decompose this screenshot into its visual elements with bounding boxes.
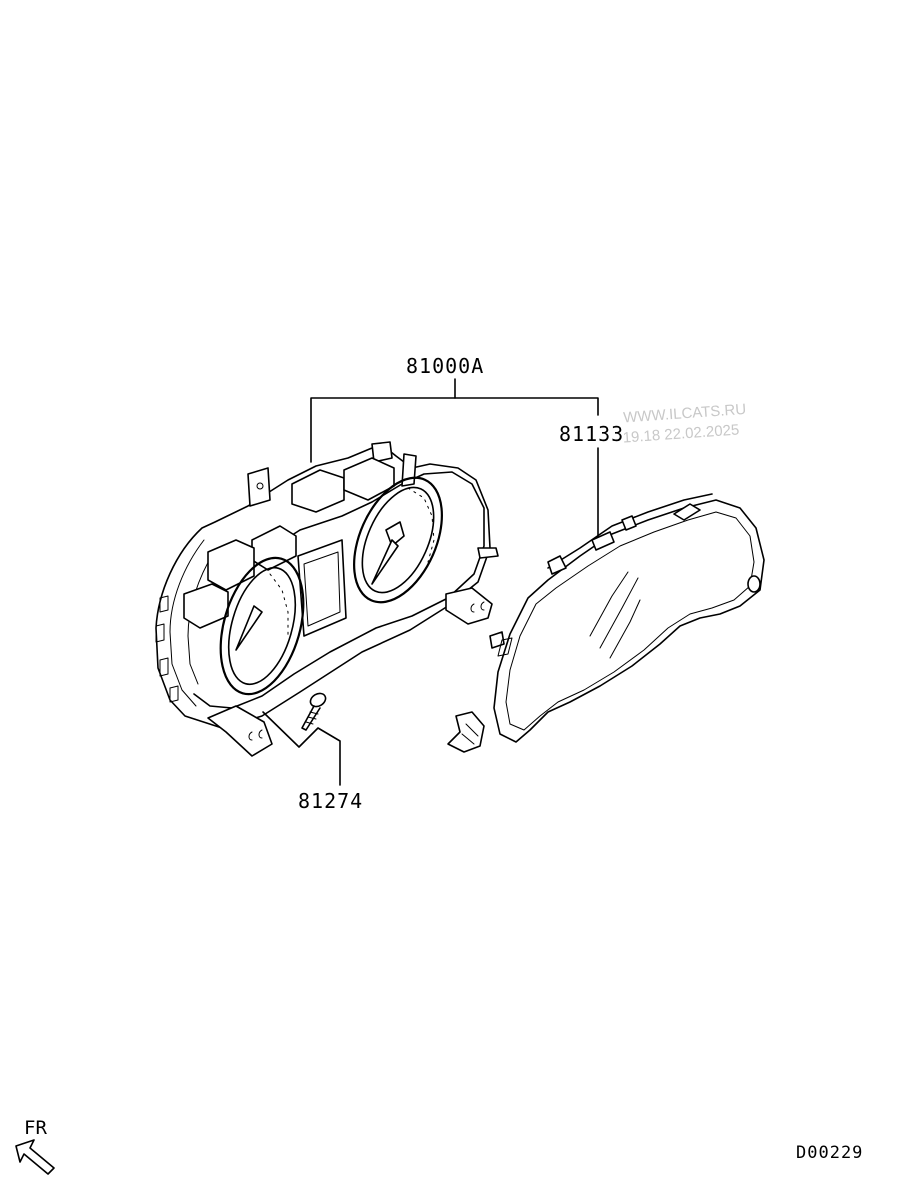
leader-line-cluster	[310, 397, 599, 463]
lens-glare-1	[589, 571, 629, 637]
front-direction-arrow-icon	[15, 1139, 55, 1175]
side-clip-1	[159, 595, 169, 613]
tachometer-scale	[269, 573, 289, 637]
tachometer-rim-outer	[219, 556, 305, 696]
mount-tab-top-center	[371, 441, 393, 463]
side-pin-right	[477, 547, 499, 559]
lens-outline-outer	[493, 499, 765, 743]
cluster-housing-inner-rim	[169, 539, 205, 707]
speedometer-scale	[407, 487, 435, 563]
leader-lines	[262, 378, 599, 786]
tachometer-needle	[235, 605, 263, 651]
lens-tab-4	[673, 503, 701, 521]
screw-thread	[305, 711, 319, 725]
cluster-lens-cover[interactable]	[447, 493, 765, 753]
lens-clip-detail	[461, 723, 479, 745]
watermark: WWW.ILCATS.RU 19.18 22.02.2025	[622, 401, 747, 447]
connector-block-left-3	[183, 583, 229, 629]
lens-glare-2	[599, 577, 639, 649]
lens-tab-3	[621, 515, 637, 531]
connector-block-left-2	[207, 539, 255, 591]
lens-tab-left-slot	[497, 637, 513, 657]
screw-head	[309, 692, 327, 708]
lens-tab-2	[591, 531, 615, 551]
mount-bracket-bottom-right	[445, 587, 493, 625]
diagram-code: D00229	[796, 1143, 863, 1163]
lens-glare-3	[609, 599, 641, 659]
mount-hole-bottom-left	[248, 729, 263, 741]
lens-outline-inner	[505, 511, 755, 731]
side-clip-2	[155, 623, 165, 643]
mount-tab-top-left	[247, 467, 271, 507]
part-label-screw[interactable]: 81274	[298, 789, 363, 813]
mount-tab-top-right	[401, 453, 417, 487]
speedometer-hub	[385, 521, 405, 547]
screw[interactable]	[301, 691, 328, 731]
speedometer-rim-inner	[361, 486, 435, 594]
part-label-cluster[interactable]: 81000A	[406, 354, 484, 378]
mount-hole-top-left	[256, 482, 264, 490]
lens-right-knob	[747, 575, 761, 593]
lens-clip-bottom	[447, 711, 485, 753]
center-display-outer	[297, 539, 347, 637]
instrument-cluster-body[interactable]	[155, 441, 499, 757]
cluster-bezel	[193, 471, 485, 709]
speedometer-rim-outer	[353, 476, 443, 604]
part-label-lens[interactable]: 81133	[559, 422, 624, 446]
mount-hole-bottom-right	[470, 601, 485, 613]
speedometer-needle	[371, 539, 399, 585]
tachometer-rim-inner	[227, 566, 297, 686]
side-clip-4	[169, 685, 179, 703]
center-display-screen	[303, 551, 341, 627]
lens-tab-1	[547, 555, 567, 575]
connector-block-top	[291, 469, 345, 513]
mount-bracket-bottom-left	[207, 705, 273, 757]
side-clip-3	[159, 657, 169, 677]
leader-line-screw	[262, 711, 341, 786]
front-direction-indicator: FR	[15, 1117, 55, 1175]
fr-label: FR	[24, 1117, 47, 1139]
